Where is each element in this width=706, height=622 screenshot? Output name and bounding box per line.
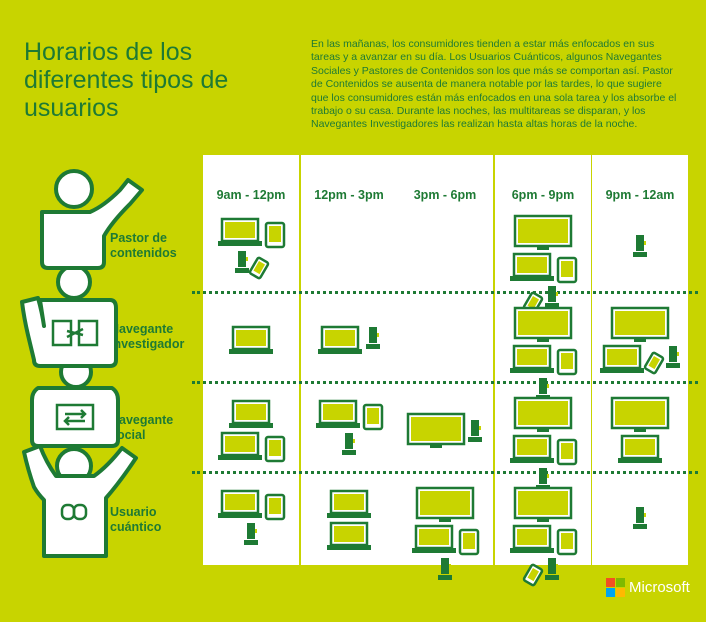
tv-icon (513, 214, 573, 250)
row-divider (192, 291, 698, 294)
console-icon (633, 235, 647, 257)
console-icon (468, 420, 482, 442)
people-illustration (20, 169, 144, 558)
link-icon (60, 503, 88, 521)
phone-icon (522, 563, 544, 587)
tablet-icon (264, 221, 286, 249)
time-header: 12pm - 3pm (314, 188, 384, 202)
tv-icon (610, 306, 670, 342)
laptop-icon (318, 325, 362, 354)
arrows-icon (61, 228, 85, 252)
console-icon (366, 327, 380, 349)
tablet-icon (556, 256, 578, 284)
tv-icon (513, 306, 573, 342)
console-icon (545, 558, 559, 580)
row-divider (192, 381, 698, 384)
laptop-icon (510, 524, 554, 553)
phone-icon (248, 256, 270, 280)
laptop-icon (600, 344, 644, 373)
page-title: Horarios de los diferentes tipos de usua… (24, 38, 229, 122)
laptop-icon (618, 434, 662, 463)
time-header: 9pm - 12am (605, 188, 675, 202)
tablet-icon (556, 528, 578, 556)
tablet-icon (362, 403, 384, 431)
time-header: 3pm - 6pm (413, 188, 477, 202)
laptop-icon (218, 217, 262, 246)
share-icon (55, 403, 95, 431)
console-icon (536, 378, 550, 400)
tv-icon (610, 396, 670, 432)
laptop-icon (229, 325, 273, 354)
intro-paragraph: En las mañanas, los consumidores tienden… (311, 38, 677, 131)
tablet-icon (458, 528, 480, 556)
console-icon (666, 346, 680, 368)
microsoft-windows-icon (606, 578, 625, 597)
console-icon (536, 468, 550, 490)
console-icon (633, 507, 647, 529)
microsoft-logo: Microsoft (606, 578, 690, 597)
console-icon (342, 433, 356, 455)
brand-name: Microsoft (629, 579, 690, 596)
tv-icon (415, 486, 475, 522)
laptop-icon (327, 489, 371, 518)
time-header: 6pm - 9pm (511, 188, 575, 202)
laptop-icon (229, 399, 273, 428)
time-header: 9am - 12pm (216, 188, 286, 202)
tablet-icon (264, 435, 286, 463)
laptop-icon (510, 434, 554, 463)
console-icon (438, 558, 452, 580)
tv-icon (513, 486, 573, 522)
laptop-icon (412, 524, 456, 553)
tv-icon (406, 412, 466, 448)
laptop-icon (218, 489, 262, 518)
user-type-label: Pastor de contenidos (110, 231, 177, 260)
tablet-icon (556, 438, 578, 466)
tv-icon (513, 396, 573, 432)
console-icon (235, 251, 249, 273)
browse-icon (51, 319, 99, 347)
tablet-icon (556, 348, 578, 376)
user-type-label: Navegante investigador (110, 322, 185, 351)
row-divider (192, 471, 698, 474)
laptop-icon (218, 431, 262, 460)
console-icon (244, 523, 258, 545)
console-icon (545, 286, 559, 308)
laptop-icon (316, 399, 360, 428)
phone-icon (643, 351, 665, 375)
user-type-label: Usuario cuántico (110, 505, 162, 534)
laptop-icon (327, 521, 371, 550)
tablet-icon (264, 493, 286, 521)
laptop-icon (510, 252, 554, 281)
laptop-icon (510, 344, 554, 373)
